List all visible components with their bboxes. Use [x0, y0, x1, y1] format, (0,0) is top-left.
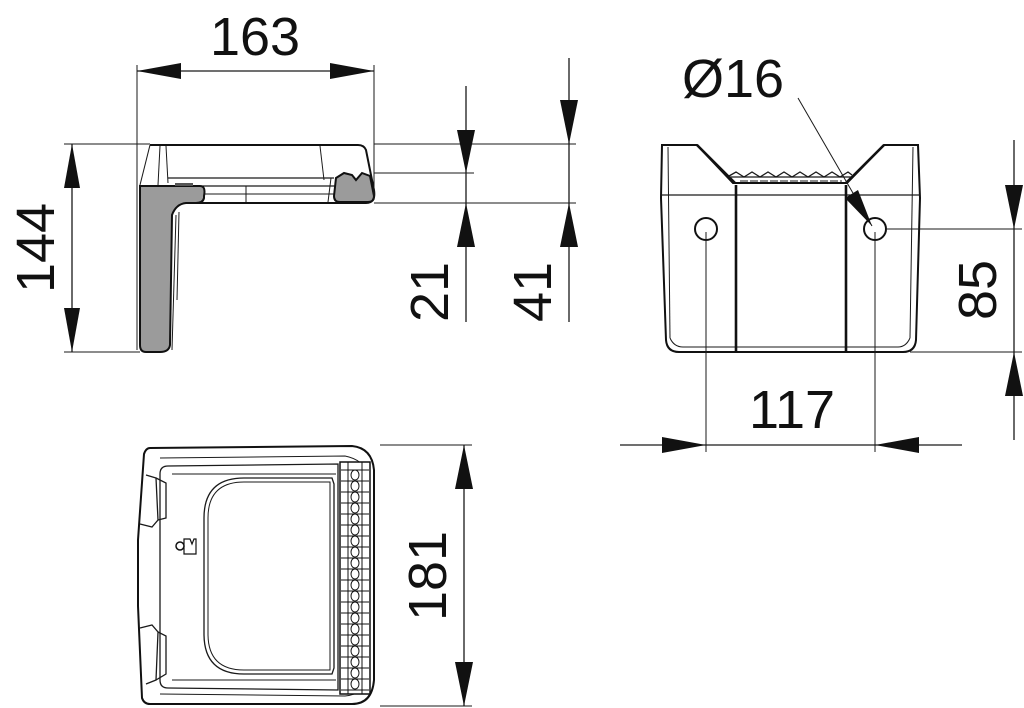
dimension-hole-spacing-117: 117 [620, 232, 962, 453]
dimension-21: 21 [374, 86, 576, 322]
dim-label-144: 144 [6, 203, 66, 293]
dim-label-85: 85 [948, 260, 1008, 320]
dim-label-163: 163 [210, 7, 300, 67]
dim-label-21: 21 [400, 262, 460, 322]
dim-label-117: 117 [749, 380, 835, 440]
dim-label-41: 41 [503, 262, 563, 322]
dimension-hole-diameter: Ø16 [682, 49, 873, 227]
top-view [137, 444, 375, 705]
front-view [659, 144, 922, 353]
dim-label-181: 181 [398, 531, 458, 621]
dimension-hole-height-85: 85 [886, 140, 1023, 440]
dim-label-diameter-16: Ø16 [682, 49, 784, 109]
dimension-41: 41 [503, 58, 578, 322]
dimension-height-144: 144 [6, 143, 150, 353]
dimension-depth-181: 181 [380, 444, 473, 707]
side-view [139, 144, 376, 353]
logo-mark-icon [175, 538, 197, 555]
dimension-width-163: 163 [136, 7, 375, 350]
